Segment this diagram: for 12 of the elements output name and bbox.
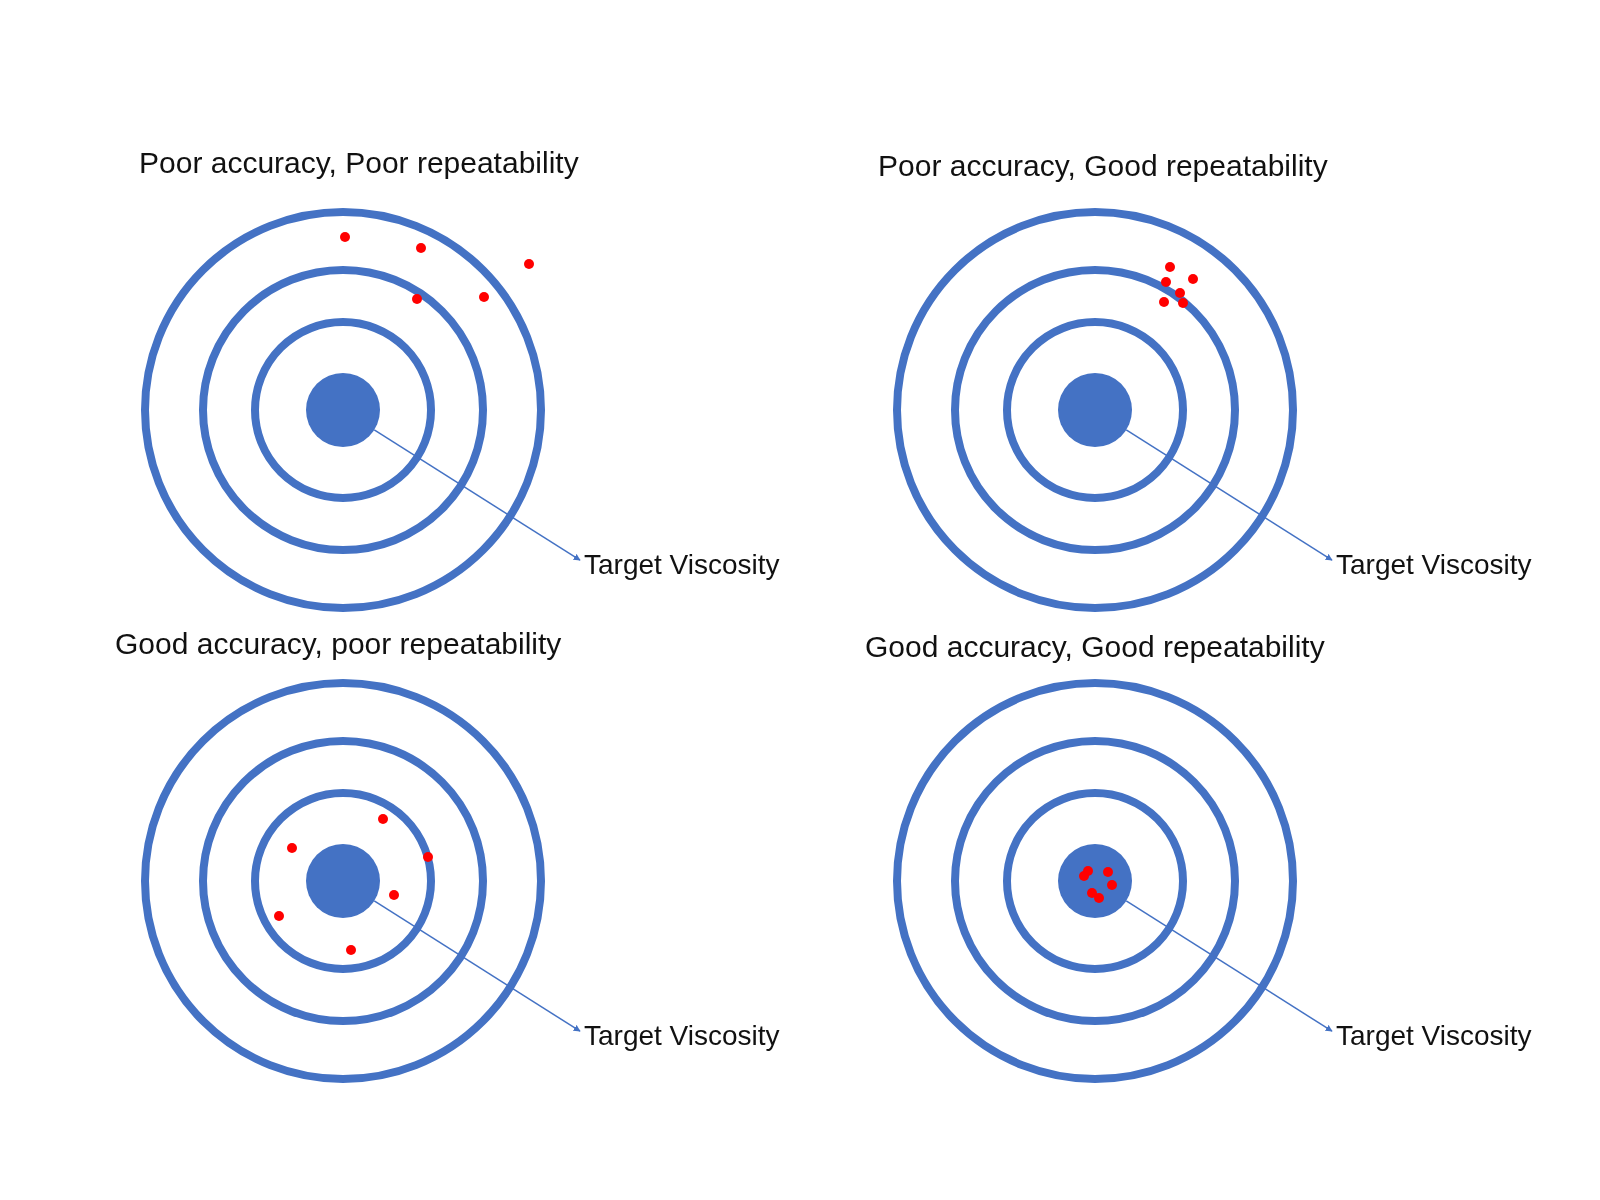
panel-heading: Poor accuracy, Good repeatability bbox=[878, 149, 1328, 183]
panel-heading: Good accuracy, poor repeatability bbox=[115, 627, 562, 661]
leader-arrow bbox=[373, 429, 581, 561]
leader-arrow bbox=[1125, 900, 1333, 1032]
target-label: Target Viscosity bbox=[584, 549, 780, 581]
leader-arrow bbox=[1125, 429, 1333, 561]
panel-heading: Poor accuracy, Poor repeatability bbox=[139, 146, 579, 180]
panel-heading: Good accuracy, Good repeatability bbox=[865, 630, 1325, 664]
leader-arrow bbox=[373, 900, 581, 1032]
target-label: Target Viscosity bbox=[1336, 1020, 1532, 1052]
target-label: Target Viscosity bbox=[1336, 549, 1532, 581]
target-label: Target Viscosity bbox=[584, 1020, 780, 1052]
